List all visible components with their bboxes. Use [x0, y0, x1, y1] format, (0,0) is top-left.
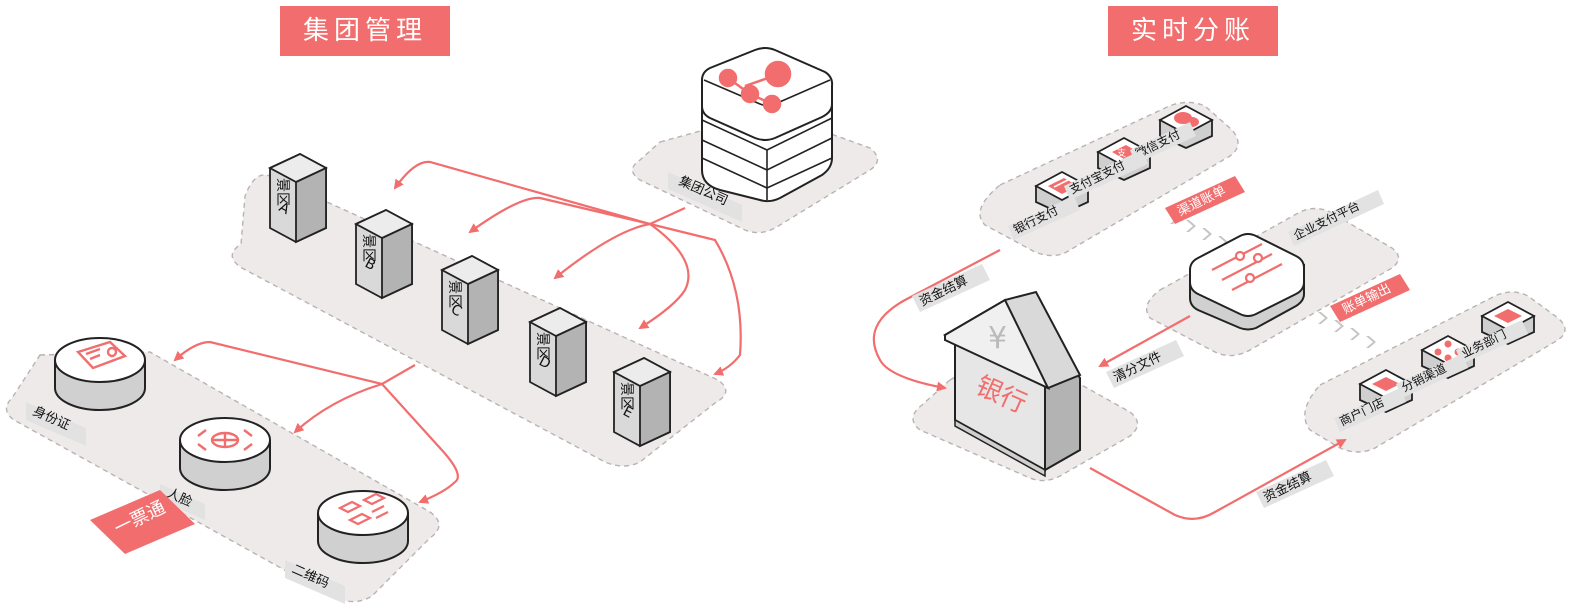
group-company-server [701, 47, 834, 203]
scenic-block-b [353, 208, 415, 300]
tag-clearing-file: 清分文件 [1106, 340, 1184, 388]
scenic-block-c [439, 254, 501, 346]
face-scan-icon [197, 429, 253, 451]
bank-yen-symbol: ¥ [988, 321, 1007, 356]
device-qrcode [317, 490, 409, 564]
ticket-connection-lines [173, 340, 459, 504]
org-chart-icon [718, 60, 792, 114]
scenic-d-label: 景区 [534, 332, 550, 360]
device-face [179, 417, 271, 491]
flow-clearing-file [1098, 315, 1191, 367]
scenic-block-e [611, 356, 673, 448]
briefcase-icon [1494, 309, 1522, 323]
flow-fund-settle-bottom [1089, 439, 1347, 520]
qrcode-icon [337, 492, 389, 526]
group-connection-lines [393, 160, 742, 376]
link-to-qrcode [381, 383, 459, 504]
bank-building [942, 290, 1082, 478]
link-to-scenic-a [393, 160, 686, 226]
sliders-icon [1211, 243, 1283, 291]
enterprise-platform-device [1189, 233, 1305, 331]
link-to-face [293, 382, 383, 434]
link-to-scenic-b [468, 196, 651, 234]
finance-flow-lines [872, 249, 1347, 520]
id-card-icon [75, 340, 128, 370]
store-icon [1372, 377, 1400, 391]
group-management-title: 集团管理 [280, 6, 450, 56]
scenic-b-label: 景区 [360, 234, 376, 262]
link-to-scenic-d [638, 223, 690, 330]
scenic-a-label: 景区 [274, 178, 290, 206]
link-to-scenic-c [553, 222, 651, 280]
svg-text:支: 支 [1117, 147, 1126, 159]
tag-fund-settle-top: 资金结算 [912, 264, 990, 312]
flow-fund-settle-top [872, 249, 1001, 392]
scenic-e-label: 景区 [618, 382, 634, 410]
link-to-scenic-e [649, 222, 742, 376]
realtime-split-title: 实时分账 [1108, 6, 1278, 56]
device-id-card [54, 337, 146, 411]
bank-card-icon [1048, 178, 1078, 194]
scenic-block-d [527, 306, 589, 398]
scenic-c-label: 景区 [446, 280, 462, 308]
alipay-icon: 支 [1112, 145, 1138, 159]
scenic-block-a [267, 152, 329, 244]
link-to-id-card [173, 340, 416, 386]
